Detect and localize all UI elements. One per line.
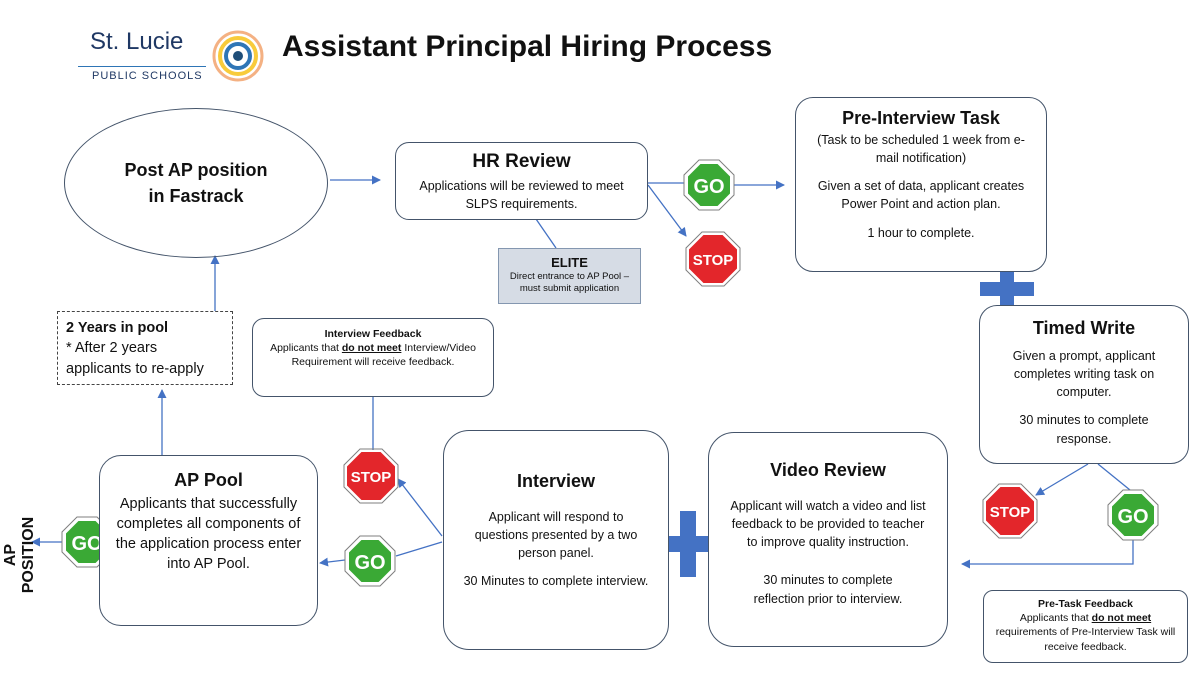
interview-feedback-emph: do not meet — [341, 342, 402, 355]
pre-interview-text: Given a set of data, applicant creates P… — [817, 179, 1025, 212]
interview-feedback-post: Interview/Video Requirement will receive… — [291, 342, 476, 369]
pretask-feedback-post: requirements of Pre-Interview Task will … — [995, 626, 1176, 653]
arrow-timedwrite-to-stop — [1035, 463, 1089, 496]
hr-review-node: HR Review Applications will be reviewed … — [395, 142, 648, 220]
pretask-feedback-title: Pre-Task Feedback — [1038, 598, 1133, 610]
video-review-text: Applicant will watch a video and list fe… — [730, 499, 926, 550]
pre-interview-time: 1 hour to complete. — [867, 225, 975, 240]
plus-icon — [980, 260, 1034, 318]
timed-write-text: Given a prompt, applicant completes writ… — [1012, 349, 1156, 400]
pre-interview-schedule: (Task to be scheduled 1 week from e-mail… — [817, 133, 1025, 166]
line-interview-to-go — [395, 541, 443, 557]
interview-feedback-text: Applicants that do not meet Interview/Vi… — [261, 341, 485, 369]
ap-pool-node: AP Pool Applicants that successfully com… — [99, 455, 318, 626]
timed-write-node: Timed Write Given a prompt, applicant co… — [979, 305, 1189, 464]
pool-note-text: * After 2 years applicants to re-apply — [66, 340, 204, 377]
stop-sign-icon: STOP — [685, 231, 741, 287]
go-sign-label: GO — [693, 176, 724, 198]
logo-divider — [78, 66, 206, 67]
ap-position-label: AP POSITION — [2, 516, 37, 594]
arrow-go-to-pool — [319, 557, 346, 567]
pretask-feedback-pre: Applicants that — [1019, 612, 1089, 625]
elite-title: ELITE — [551, 255, 588, 270]
post-ap-line2: in Fastrack — [148, 186, 244, 206]
line-timedwrite-to-go — [1097, 463, 1131, 491]
pre-interview-title: Pre-Interview Task — [842, 108, 1000, 128]
post-ap-position-node: Post AP position in Fastrack — [64, 108, 328, 258]
go-sign-icon: GO — [1107, 489, 1159, 541]
elite-node: ELITE Direct entrance to AP Pool – must … — [498, 248, 641, 304]
go-sign-label: GO — [71, 533, 102, 555]
stop-sign-label: STOP — [693, 252, 734, 269]
timed-write-title: Timed Write — [1032, 318, 1136, 338]
logo-subtitle: PUBLIC SCHOOLS — [92, 70, 203, 82]
plus-icon — [660, 511, 718, 577]
timed-write-time: 30 minutes to complete response. — [1019, 413, 1149, 446]
go-sign-label: GO — [1117, 506, 1148, 528]
logo-name: St. Lucie — [90, 28, 184, 55]
logo-sun-icon — [212, 30, 264, 82]
pool-note-title: 2 Years in pool — [66, 320, 169, 336]
go-sign-icon: GO — [683, 159, 735, 211]
hr-review-title: HR Review — [472, 151, 571, 172]
hr-review-text: Applications will be reviewed to meet SL… — [419, 179, 624, 212]
video-review-title: Video Review — [770, 460, 886, 480]
interview-time: 30 Minutes to complete interview. — [463, 574, 649, 589]
line-hr-to-elite — [535, 218, 557, 249]
interview-text: Applicant will respond to questions pres… — [474, 510, 638, 561]
interview-title: Interview — [516, 471, 596, 491]
arrow-hr-to-stop — [647, 184, 687, 237]
video-review-time: 30 minutes to complete reflection prior … — [753, 573, 903, 606]
elite-text: Direct entrance to AP Pool – must submit… — [509, 271, 630, 294]
pool-duration-note: 2 Years in pool * After 2 years applican… — [57, 311, 233, 385]
post-ap-line1: Post AP position — [124, 159, 268, 180]
pre-interview-task-node: Pre-Interview Task (Task to be scheduled… — [795, 97, 1047, 272]
stop-sign-label: STOP — [990, 504, 1031, 521]
stop-sign-label: STOP — [351, 469, 392, 486]
arrow-go-to-video — [961, 540, 1134, 569]
video-review-node: Video Review Applicant will watch a vide… — [708, 432, 948, 647]
interview-node: Interview Applicant will respond to ques… — [443, 430, 669, 650]
stop-sign-icon: STOP — [343, 448, 399, 504]
page-title: Assistant Principal Hiring Process — [282, 30, 773, 63]
pretask-feedback-node: Pre-Task Feedback Applicants that do not… — [983, 590, 1188, 663]
interview-feedback-title: Interview Feedback — [324, 328, 422, 340]
interview-feedback-node: Interview Feedback Applicants that do no… — [252, 318, 494, 397]
ap-pool-title: AP Pool — [174, 470, 243, 490]
ap-pool-text: Applicants that successfully completes a… — [115, 496, 302, 572]
interview-feedback-pre: Applicants that — [270, 342, 339, 355]
stop-sign-icon: STOP — [982, 483, 1038, 539]
go-sign-icon: GO — [344, 535, 396, 587]
arrow-interview-to-stop — [397, 478, 443, 537]
go-sign-label: GO — [354, 552, 385, 574]
pretask-feedback-emph: do not meet — [1091, 612, 1152, 625]
pretask-feedback-text: Applicants that do not meet requirements… — [994, 611, 1177, 654]
